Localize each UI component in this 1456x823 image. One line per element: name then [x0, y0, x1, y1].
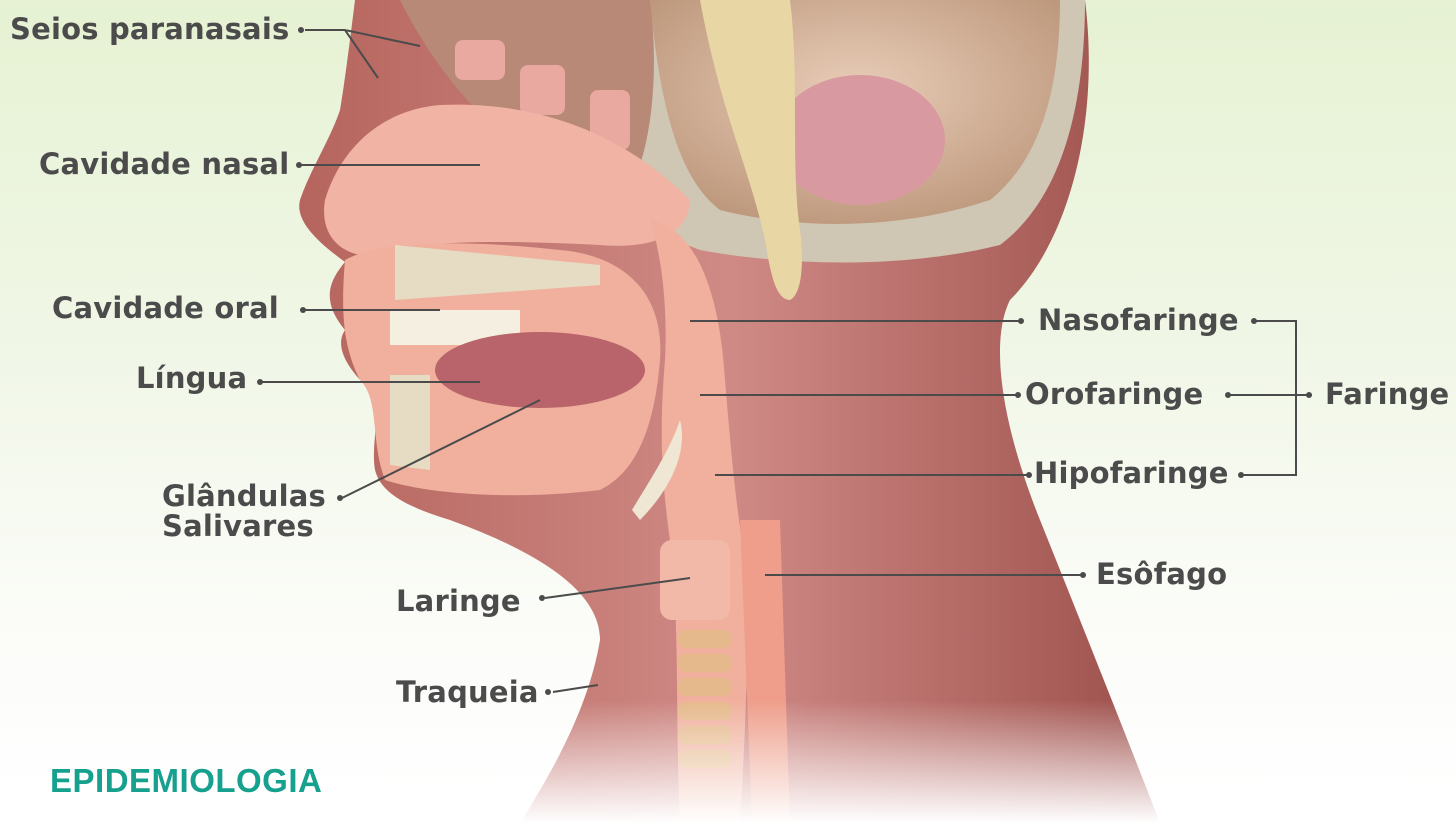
label-orofaringe: Orofaringe	[1025, 378, 1203, 410]
label-salivares: Salivares	[162, 510, 314, 542]
tongue	[435, 332, 645, 408]
label-cavidade-nasal: Cavidade nasal	[39, 148, 289, 180]
label-dot	[1015, 392, 1021, 398]
label-dot	[545, 689, 551, 695]
label-dot	[257, 379, 263, 385]
label-dot	[300, 307, 306, 313]
label-hipofaringe: Hipofaringe	[1034, 457, 1229, 489]
label-dot	[1251, 318, 1257, 324]
label-faringe: Faringe	[1325, 378, 1449, 410]
label-dot	[1238, 472, 1244, 478]
label-esofago: Esôfago	[1096, 558, 1227, 590]
label-nasofaringe: Nasofaringe	[1038, 304, 1239, 336]
label-traqueia: Traqueia	[396, 676, 539, 708]
label-dot	[1080, 572, 1086, 578]
label-dot	[1306, 392, 1312, 398]
label-cavidade-oral: Cavidade oral	[52, 292, 279, 324]
cerebellum	[775, 75, 945, 205]
label-laringe: Laringe	[396, 585, 521, 617]
label-dot	[296, 162, 302, 168]
section-heading: EPIDEMIOLOGIA	[50, 762, 322, 800]
label-dot	[539, 595, 545, 601]
label-dot	[1018, 318, 1024, 324]
label-seios-paranasais: Seios paranasais	[10, 13, 289, 45]
label-dot	[1026, 472, 1032, 478]
label-dot	[1225, 392, 1231, 398]
label-dot	[337, 495, 343, 501]
lower-jaw-bone	[390, 375, 430, 470]
label-lingua: Língua	[136, 362, 247, 394]
label-glandulas: Glândulas	[162, 480, 326, 512]
label-dot	[298, 27, 304, 33]
